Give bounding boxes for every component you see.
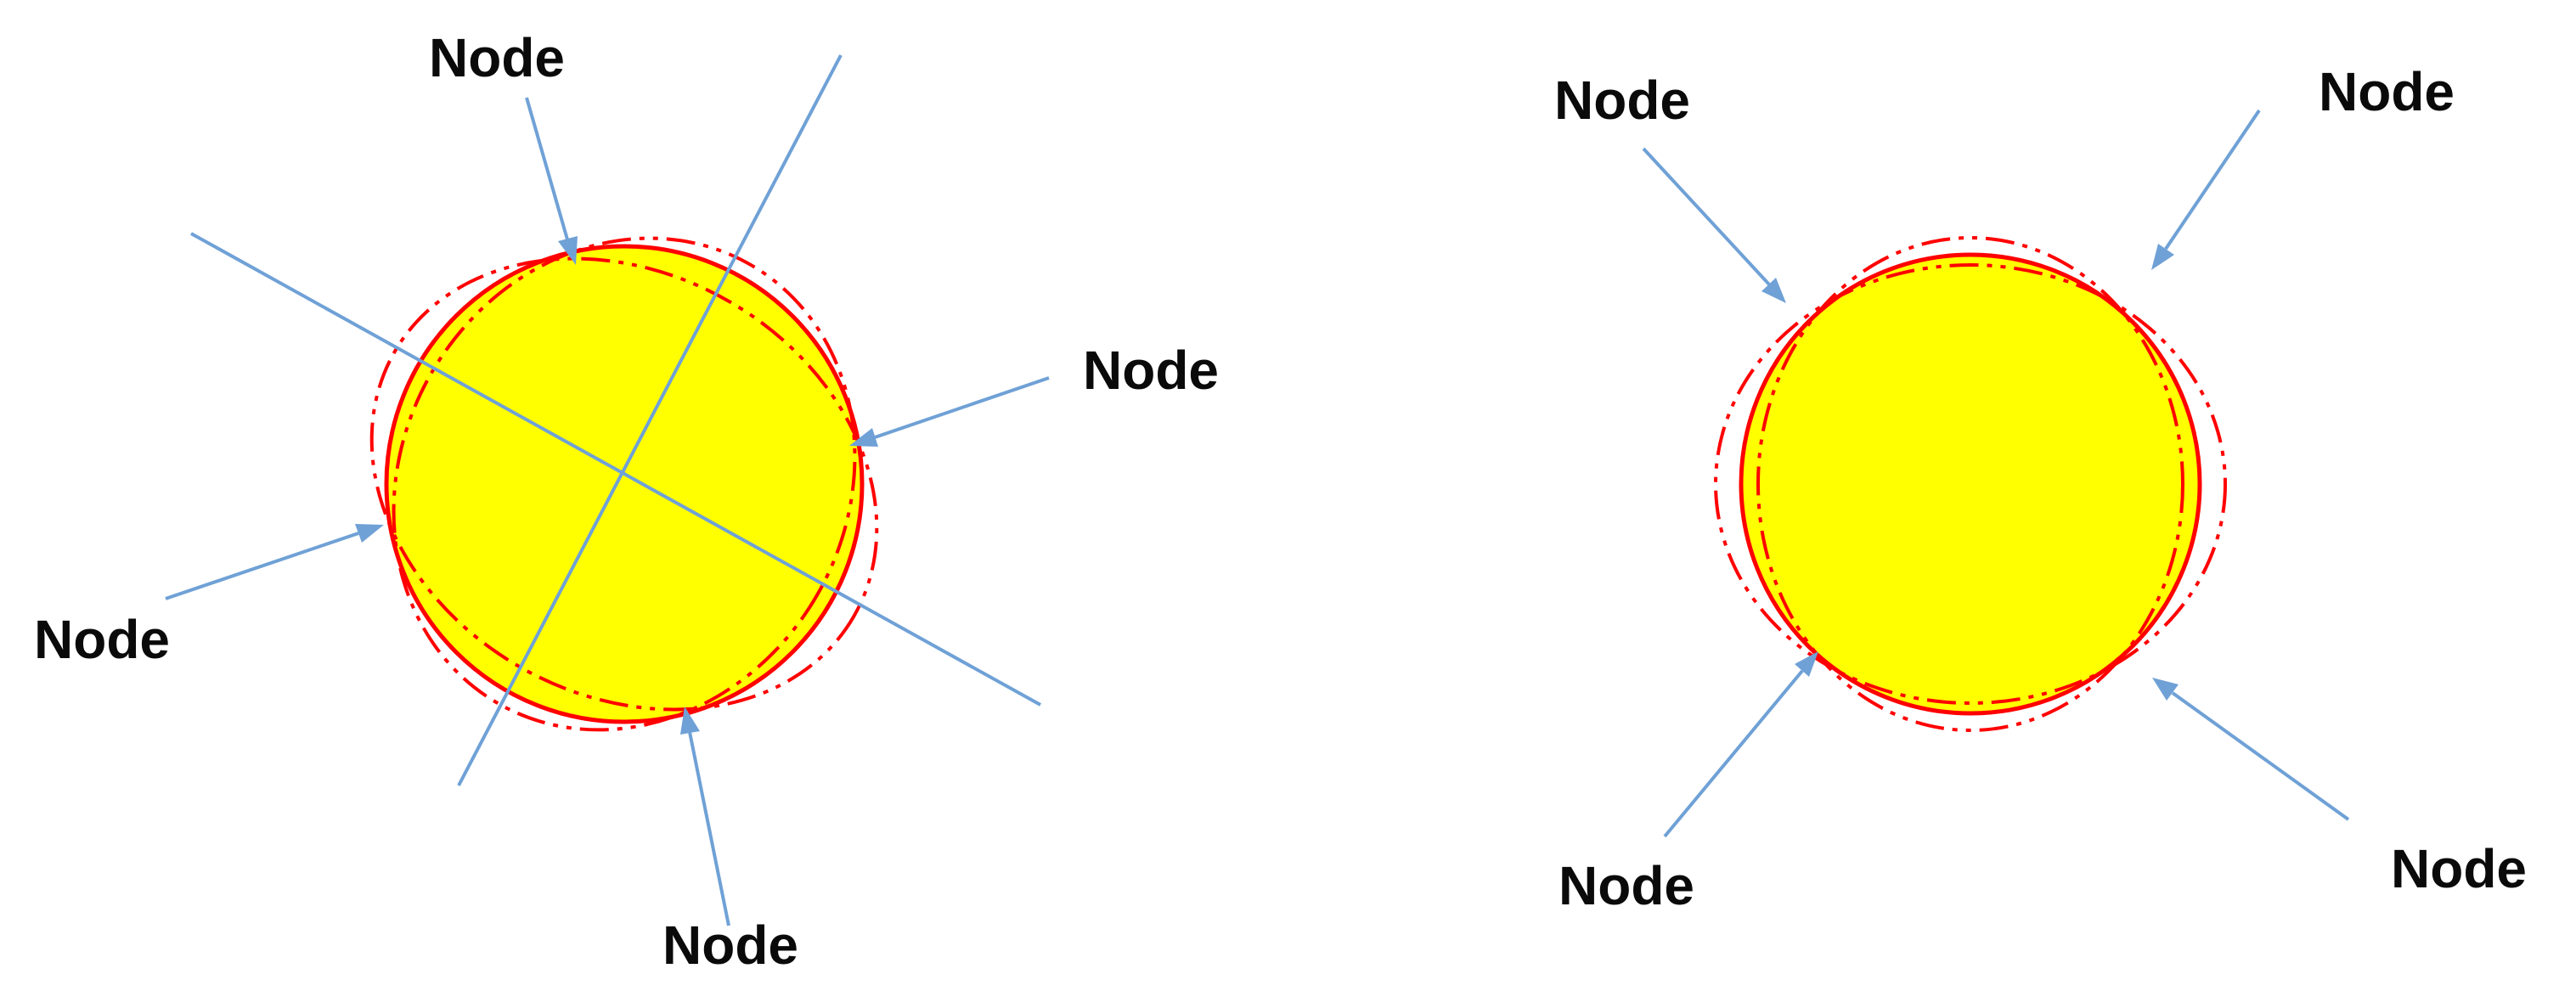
right-dashed-tall-outline bbox=[1756, 236, 2184, 732]
left-axis-line-b bbox=[457, 54, 843, 786]
node-label-right-bottom-right: Node bbox=[2391, 838, 2527, 899]
left-axis-line-a bbox=[190, 232, 1041, 707]
right-figure: Node Node Node Node bbox=[1554, 61, 2527, 916]
left-yellow-body bbox=[386, 246, 862, 722]
left-dashed-deformed-outline bbox=[369, 256, 879, 712]
node-label-left-top: Node bbox=[429, 27, 565, 88]
right-top-right-arrow bbox=[2151, 109, 2261, 270]
left-bottom-arrow bbox=[680, 707, 730, 926]
node-label-left-left: Node bbox=[34, 609, 170, 670]
node-label-right-top-right: Node bbox=[2319, 61, 2455, 122]
node-label-left-bottom: Node bbox=[662, 915, 798, 976]
right-bottom-right-arrow bbox=[2152, 678, 2350, 821]
right-yellow-body bbox=[1741, 255, 2200, 713]
node-label-left-right: Node bbox=[1083, 340, 1219, 401]
left-right-arrow bbox=[849, 376, 1050, 447]
right-dashed-wide-outline bbox=[1714, 263, 2227, 705]
right-top-left-arrow bbox=[1642, 147, 1786, 303]
left-left-arrow bbox=[165, 524, 384, 600]
right-bottom-left-arrow bbox=[1663, 651, 1818, 838]
left-top-arrow bbox=[525, 97, 578, 265]
node-label-right-bottom-left: Node bbox=[1559, 855, 1694, 916]
left-solid-outline bbox=[384, 244, 865, 724]
right-solid-outline bbox=[1739, 252, 2202, 716]
left-figure: Node Node Node Node bbox=[34, 27, 1219, 976]
node-label-right-top-left: Node bbox=[1554, 70, 1690, 131]
left-dashed-inner-outline bbox=[392, 236, 857, 732]
